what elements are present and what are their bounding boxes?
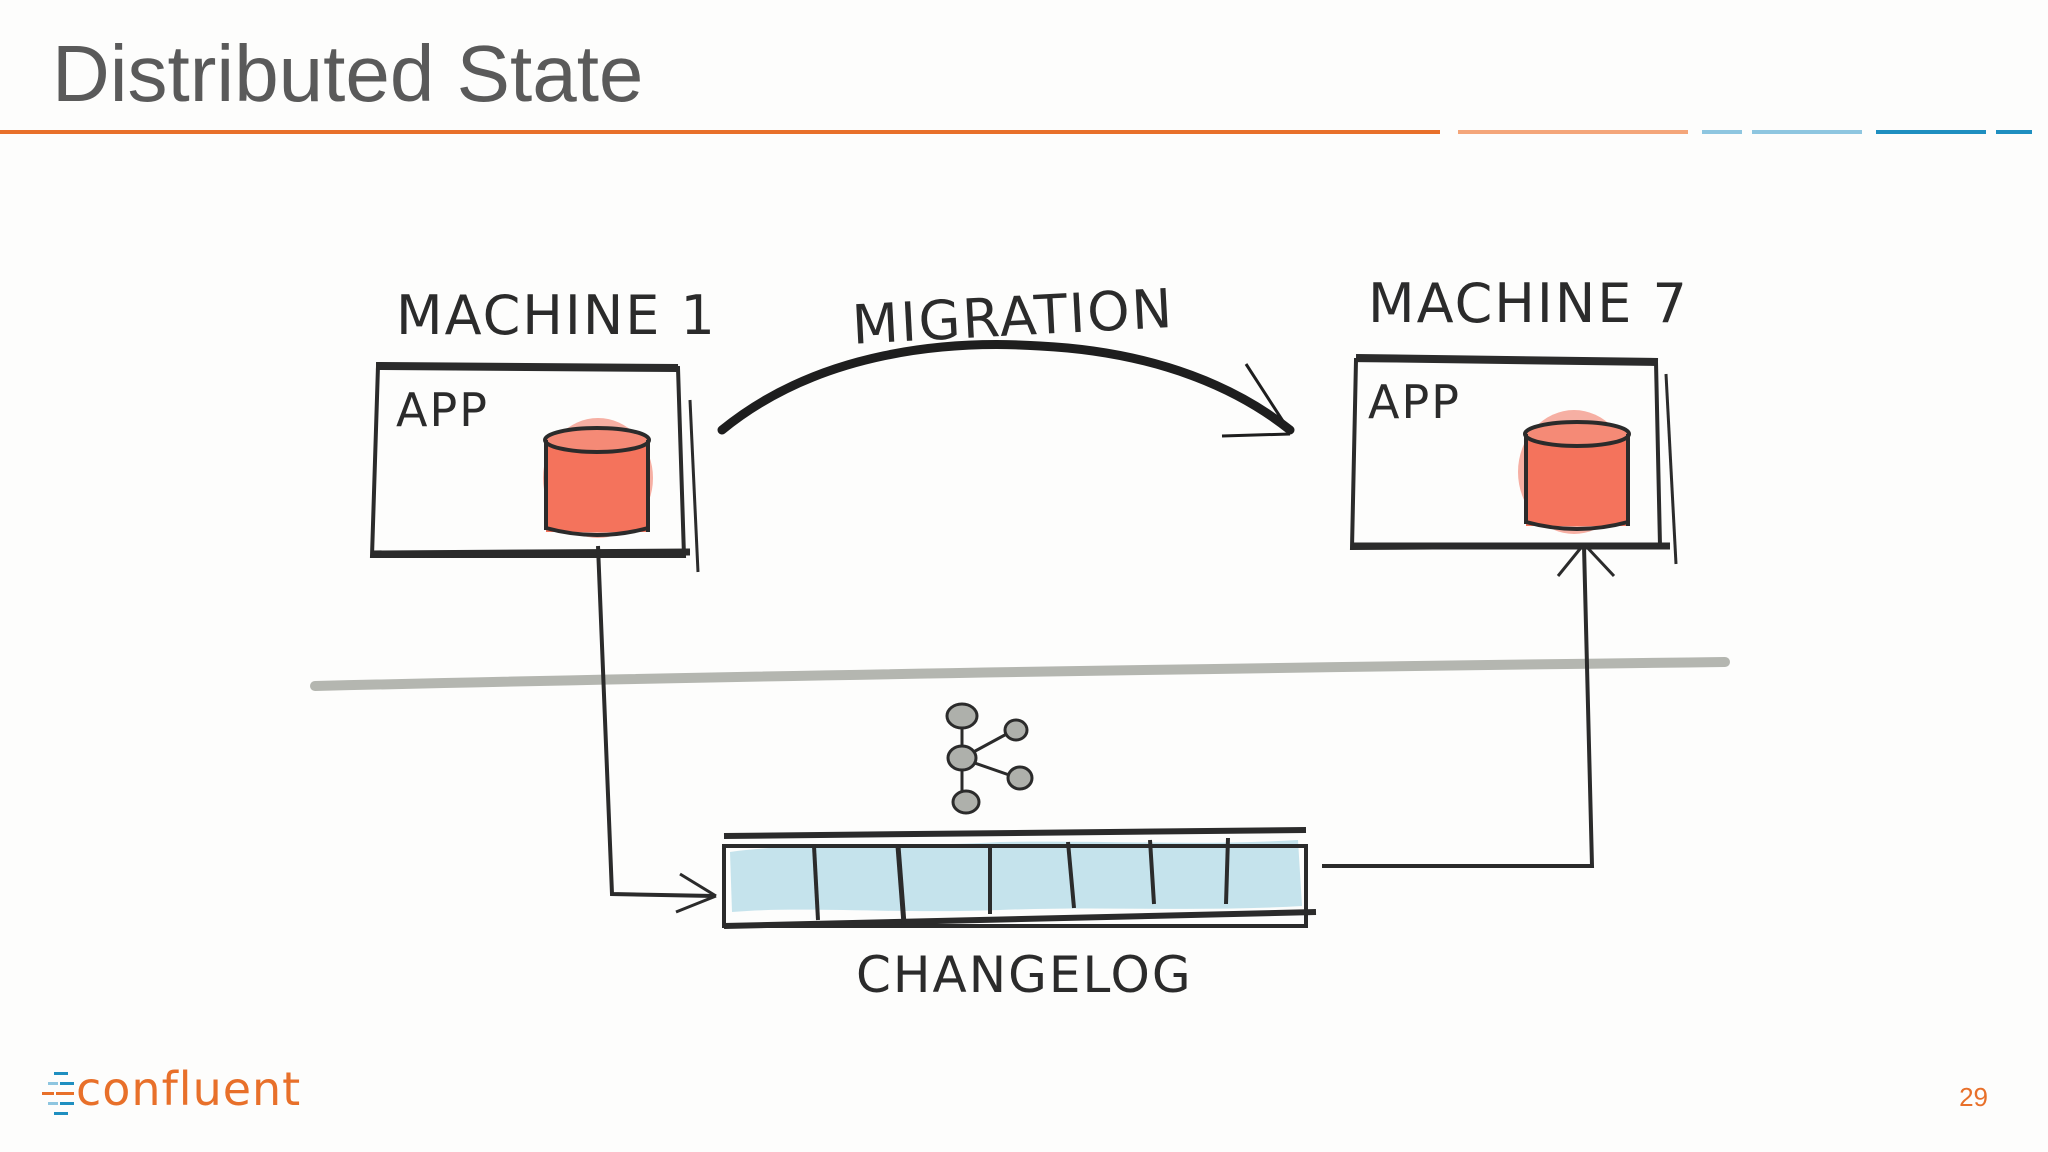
- logo-wordmark: confluent: [76, 1062, 302, 1116]
- write-to-changelog-arrow: [596, 545, 717, 914]
- slide-title: Distributed State: [52, 29, 644, 118]
- machine-left-box: [369, 362, 700, 573]
- app-right-label: APP: [1368, 375, 1461, 429]
- machine-right-box: [1349, 354, 1678, 565]
- confluent-logo: confluent: [40, 1060, 340, 1130]
- page-number: 29: [1959, 1082, 1988, 1112]
- network-boundary-line: [310, 657, 1730, 691]
- kafka-topic-icon: [945, 702, 1034, 815]
- state-store-icon: [1518, 410, 1631, 534]
- state-store-icon: [543, 418, 653, 538]
- machine-right-label: MACHINE 7: [1368, 272, 1689, 335]
- confluent-logo-mark-icon: [42, 1072, 74, 1115]
- machine-left-label: MACHINE 1: [396, 284, 717, 347]
- changelog-label: CHANGELOG: [856, 946, 1193, 1004]
- app-left-label: APP: [396, 383, 489, 437]
- changelog-topic: [722, 827, 1317, 929]
- migration-arrow: [717, 340, 1295, 438]
- restore-from-changelog-arrow: [1322, 542, 1616, 868]
- header-rule: [0, 130, 2032, 134]
